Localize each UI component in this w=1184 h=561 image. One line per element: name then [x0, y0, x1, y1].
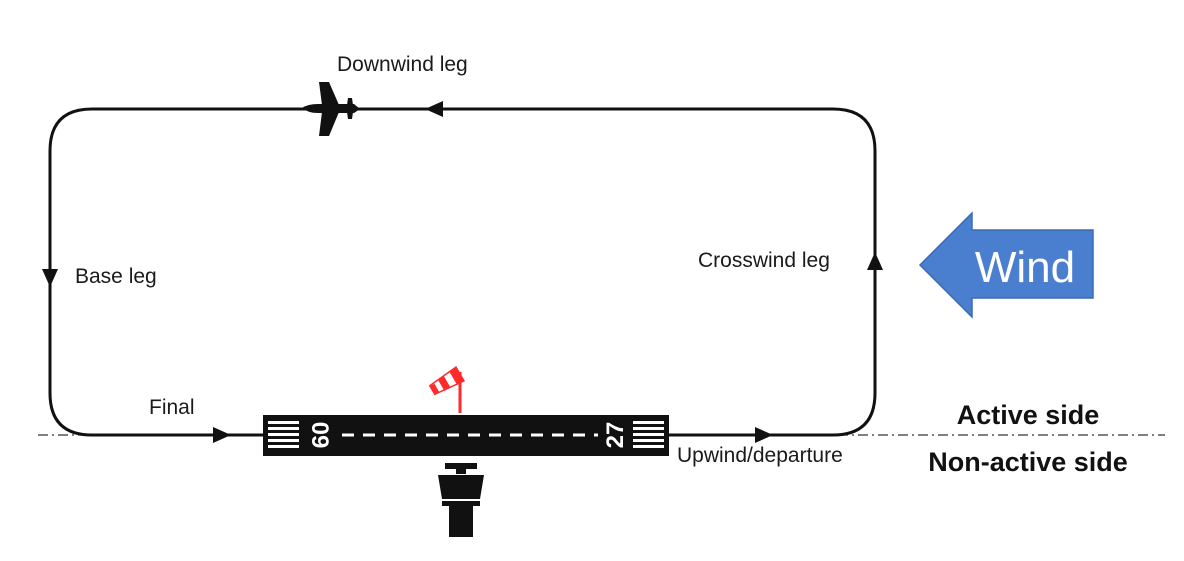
- crosswind-leg-label: Crosswind leg: [698, 249, 830, 272]
- active-side-label: Active side: [957, 400, 1100, 430]
- base-direction-arrow: [42, 269, 58, 287]
- final-label: Final: [149, 396, 195, 419]
- control-tower-icon: [438, 463, 484, 537]
- runway: 09 27: [263, 415, 669, 456]
- threshold-markings-right: [633, 421, 664, 448]
- downwind-leg-label: Downwind leg: [337, 53, 468, 76]
- runway-number-right: 27: [602, 422, 629, 449]
- airplane-icon: [302, 82, 360, 136]
- windsock-icon: [428, 365, 466, 413]
- non-active-side-label: Non-active side: [928, 447, 1128, 477]
- crosswind-direction-arrow: [867, 252, 883, 270]
- upwind-direction-arrow: [755, 427, 773, 443]
- downwind-direction-arrow: [425, 101, 443, 117]
- upwind-departure-label: Upwind/departure: [677, 444, 843, 467]
- threshold-markings-left: [268, 421, 299, 448]
- runway-number-left: 09: [306, 422, 333, 449]
- traffic-pattern-path: [48, 107, 877, 437]
- final-direction-arrow: [213, 427, 231, 443]
- base-leg-label: Base leg: [75, 265, 157, 288]
- wind-label: Wind: [975, 243, 1075, 292]
- wind-arrow-icon: [918, 211, 1094, 319]
